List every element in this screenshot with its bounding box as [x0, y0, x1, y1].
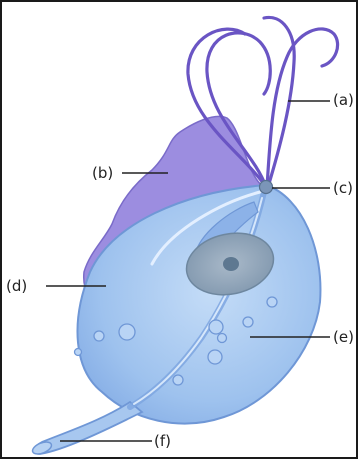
flagellum-3	[267, 29, 338, 187]
vacuole	[208, 350, 222, 364]
vacuole	[243, 317, 253, 327]
label-d: (d)	[6, 277, 27, 295]
label-e: (e)	[333, 328, 354, 346]
axostyle-tip	[31, 440, 53, 457]
vacuole	[218, 334, 227, 343]
vacuole	[267, 297, 277, 307]
vacuole	[94, 331, 104, 341]
vacuole	[173, 375, 183, 385]
label-a: (a)	[333, 91, 354, 109]
basal-body	[260, 181, 273, 194]
label-b: (b)	[92, 164, 113, 182]
nucleolus	[223, 257, 239, 271]
vacuole	[75, 349, 82, 356]
label-c: (c)	[333, 179, 353, 197]
vacuole	[119, 324, 135, 340]
vacuole	[209, 320, 223, 334]
label-f: (f)	[154, 432, 171, 450]
